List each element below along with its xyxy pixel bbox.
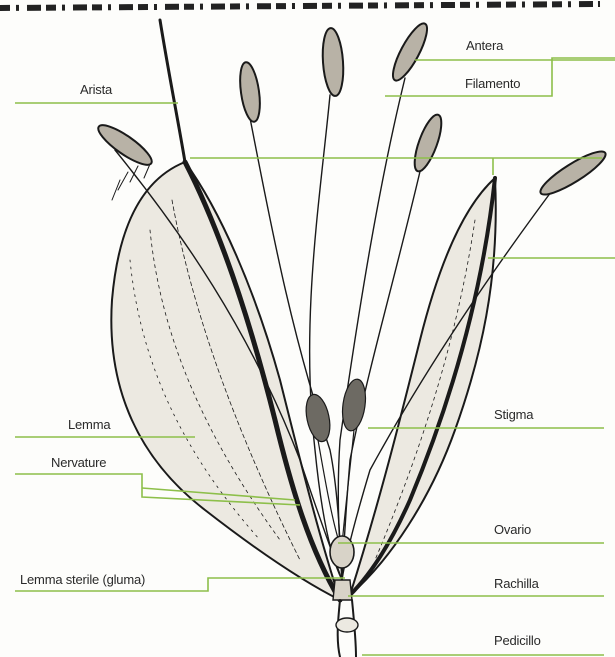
label-lemma: Lemma bbox=[68, 417, 110, 432]
lemma-shape bbox=[111, 162, 340, 600]
label-stigma: Stigma bbox=[494, 407, 533, 422]
label-lemma-sterile: Lemma sterile (gluma) bbox=[20, 572, 145, 587]
label-rachilla: Rachilla bbox=[494, 576, 539, 591]
label-nervature: Nervature bbox=[51, 455, 106, 470]
label-filamento: Filamento bbox=[465, 76, 520, 91]
label-antera: Antera bbox=[466, 38, 503, 53]
label-arista: Arista bbox=[80, 82, 112, 97]
label-ovario: Ovario bbox=[494, 522, 531, 537]
label-pedicillo: Pedicillo bbox=[494, 633, 541, 648]
awn-shape bbox=[160, 20, 185, 162]
top-scan-strip bbox=[0, 4, 600, 8]
